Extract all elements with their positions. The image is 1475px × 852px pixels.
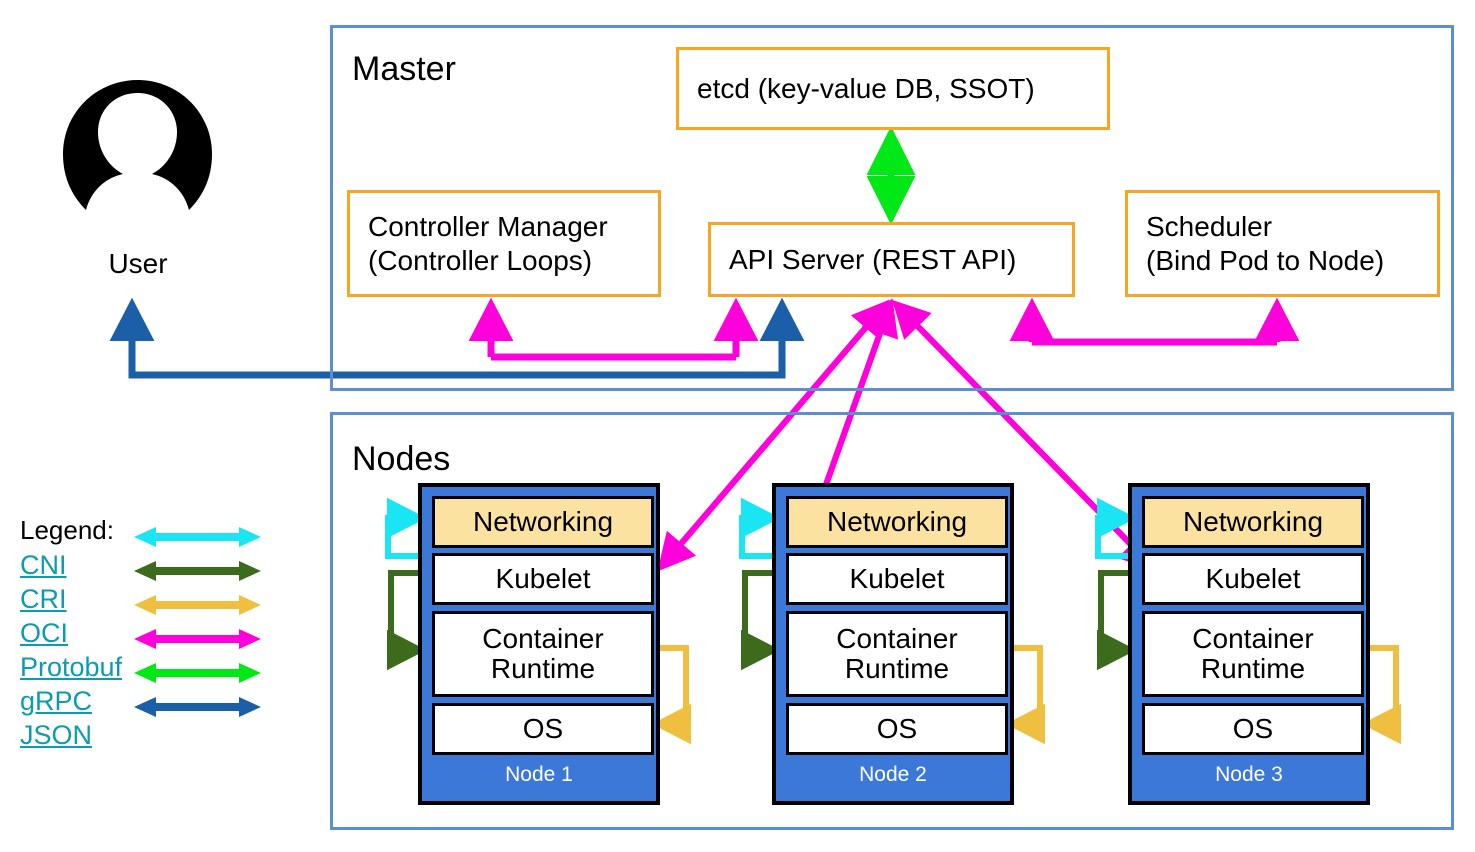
node-2-container-runtime-layer[interactable]: Container Runtime bbox=[786, 611, 1008, 697]
legend-item-grpc[interactable]: gRPC bbox=[20, 686, 93, 716]
legend-item-oci[interactable]: OCI bbox=[20, 618, 69, 648]
node-1[interactable]: Networking Kubelet Container Runtime OS … bbox=[418, 483, 660, 805]
etcd-label: etcd (key-value DB, SSOT) bbox=[697, 72, 1035, 104]
scheduler-label: Scheduler (Bind Pod to Node) bbox=[1146, 210, 1385, 276]
user-label: User bbox=[108, 248, 168, 279]
node-2-networking-label: Networking bbox=[826, 505, 968, 537]
legend-item-cni[interactable]: CNI bbox=[20, 550, 67, 580]
nodes-group-title: Nodes bbox=[352, 440, 451, 478]
legend-swatch-json-icon bbox=[134, 697, 261, 717]
node-3-os-label: OS bbox=[1232, 712, 1274, 744]
master-group-title: Master bbox=[352, 50, 456, 88]
api-server-box[interactable]: API Server (REST API) bbox=[708, 222, 1075, 297]
node-2-kubelet-label: Kubelet bbox=[849, 562, 945, 594]
node-3-os-layer[interactable]: OS bbox=[1142, 703, 1364, 755]
legend-item-cri[interactable]: CRI bbox=[20, 584, 67, 614]
node-3-networking-label: Networking bbox=[1182, 505, 1324, 537]
nodes-group bbox=[330, 412, 1454, 830]
legend-item-protobuf[interactable]: Protobuf bbox=[20, 652, 123, 682]
node-1-os-label: OS bbox=[522, 712, 564, 744]
node-2[interactable]: Networking Kubelet Container Runtime OS … bbox=[772, 483, 1014, 805]
legend-swatch-grpc-icon bbox=[134, 663, 261, 683]
node-3-name: Node 3 bbox=[1215, 763, 1283, 786]
node-3-kubelet-label: Kubelet bbox=[1205, 562, 1301, 594]
node-2-networking-layer[interactable]: Networking bbox=[786, 496, 1008, 548]
scheduler-box[interactable]: Scheduler (Bind Pod to Node) bbox=[1125, 190, 1440, 297]
node-2-os-layer[interactable]: OS bbox=[786, 703, 1008, 755]
legend-swatch-cni-icon bbox=[134, 527, 261, 547]
user-avatar-icon bbox=[60, 78, 215, 230]
node-1-kubelet-label: Kubelet bbox=[495, 562, 591, 594]
node-3-container-runtime-label: Container Runtime bbox=[1192, 622, 1314, 684]
node-1-container-runtime-layer[interactable]: Container Runtime bbox=[432, 611, 654, 697]
node-2-container-runtime-label: Container Runtime bbox=[836, 622, 958, 684]
legend-swatch-protobuf-icon bbox=[134, 629, 261, 649]
node-1-networking-label: Networking bbox=[472, 505, 614, 537]
controller-manager-label: Controller Manager (Controller Loops) bbox=[368, 210, 608, 276]
node-1-kubelet-layer[interactable]: Kubelet bbox=[432, 553, 654, 605]
node-2-name: Node 2 bbox=[859, 763, 927, 786]
node-3[interactable]: Networking Kubelet Container Runtime OS … bbox=[1128, 483, 1370, 805]
controller-manager-box[interactable]: Controller Manager (Controller Loops) bbox=[347, 190, 661, 297]
node-2-kubelet-layer[interactable]: Kubelet bbox=[786, 553, 1008, 605]
etcd-box[interactable]: etcd (key-value DB, SSOT) bbox=[676, 47, 1110, 130]
legend-arrow-swatches bbox=[134, 527, 261, 717]
node-3-networking-layer[interactable]: Networking bbox=[1142, 496, 1364, 548]
legend-item-json[interactable]: JSON bbox=[20, 720, 93, 750]
legend-swatch-oci-icon bbox=[134, 595, 261, 615]
node-1-os-layer[interactable]: OS bbox=[432, 703, 654, 755]
node-3-container-runtime-layer[interactable]: Container Runtime bbox=[1142, 611, 1364, 697]
node-1-container-runtime-label: Container Runtime bbox=[482, 622, 604, 684]
node-1-name: Node 1 bbox=[505, 763, 573, 786]
master-group bbox=[330, 25, 1454, 391]
api-server-label: API Server (REST API) bbox=[729, 243, 1017, 275]
legend-swatch-cri-icon bbox=[134, 561, 261, 581]
node-3-kubelet-layer[interactable]: Kubelet bbox=[1142, 553, 1364, 605]
node-1-networking-layer[interactable]: Networking bbox=[432, 496, 654, 548]
node-2-os-label: OS bbox=[876, 712, 918, 744]
legend-title: Legend: bbox=[20, 515, 114, 545]
